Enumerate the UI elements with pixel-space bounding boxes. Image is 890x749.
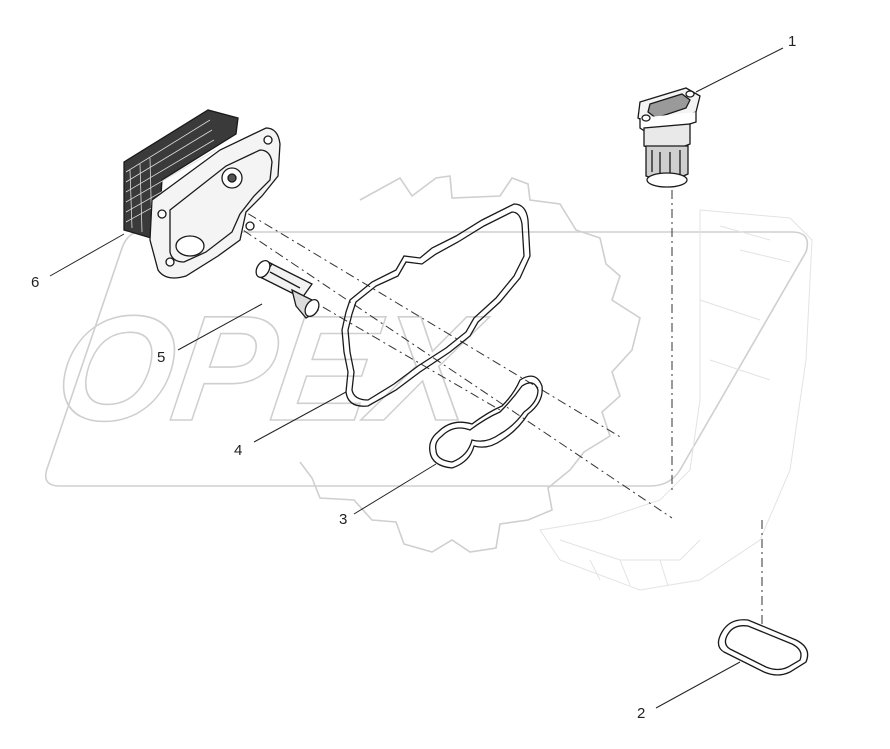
leader-3 <box>353 463 437 515</box>
ghost-engine-block <box>539 209 813 591</box>
rectangular-seal-ring-icon <box>717 619 809 676</box>
callout-1: 1 <box>788 33 796 50</box>
leader-6 <box>49 233 125 277</box>
leader-2 <box>655 661 741 709</box>
sleeve-bushing-icon <box>255 259 320 319</box>
callout-labels: 1 2 3 4 5 6 <box>31 33 796 722</box>
gear-watermark-icon <box>299 175 641 553</box>
valve-with-flange-icon <box>637 87 701 188</box>
oil-cooler-icon <box>123 109 281 279</box>
watermark-text: OPEX <box>46 285 495 452</box>
part-5-sleeve <box>255 259 320 319</box>
part-2-seal-ring <box>717 619 809 676</box>
part-6-oil-cooler <box>123 109 281 279</box>
callout-5: 5 <box>157 349 165 366</box>
part-4-cover-gasket <box>341 203 531 407</box>
alignment-lines <box>227 190 763 628</box>
callout-6: 6 <box>31 274 39 291</box>
callout-4: 4 <box>234 442 242 459</box>
part-1-valve <box>637 87 701 188</box>
callout-2: 2 <box>637 705 645 722</box>
watermark: OPEX <box>44 175 809 553</box>
cover-gasket-icon <box>341 203 531 407</box>
part-3-gasket <box>429 375 543 469</box>
callout-3: 3 <box>339 511 347 528</box>
banner-watermark-shape <box>44 231 809 487</box>
leader-5 <box>177 303 263 351</box>
leader-4 <box>253 391 347 443</box>
leader-1 <box>695 47 784 93</box>
triple-loop-gasket-icon <box>429 375 543 469</box>
leader-lines <box>49 47 784 709</box>
